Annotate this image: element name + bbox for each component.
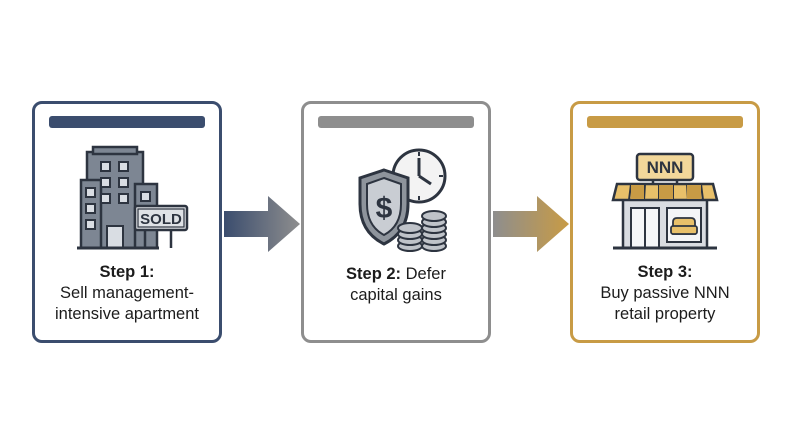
step-1-text-line-2: intensive apartment <box>55 305 199 323</box>
sold-sign-text: SOLD <box>140 211 182 228</box>
step-3-header-bar <box>587 116 743 128</box>
apartment-building-sold-icon: SOLD <box>35 138 219 258</box>
step-3-text-line-1: Buy passive NNN <box>600 284 730 302</box>
step-2-caption: Step 2: Defer capital gains <box>310 264 482 306</box>
step-3-text-line-2: retail property <box>614 305 716 323</box>
step-1-text-line-1: Sell management- <box>60 284 194 302</box>
step-2-label-suffix: Defer <box>401 265 446 283</box>
step-2-card: $ Step 2: Defer capital gains <box>301 101 491 343</box>
step-2-text-line-1: capital gains <box>350 286 442 304</box>
step-1-caption: Step 1: Sell management- intensive apart… <box>41 262 213 325</box>
dollar-sign-icon: $ <box>376 192 393 225</box>
shield-dollar-clock-coins-icon: $ <box>304 138 488 258</box>
step-1-card: SOLD Step 1: Sell management- intensive … <box>32 101 222 343</box>
step-1-header-bar <box>49 116 205 128</box>
step-2-label: Step 2: <box>346 265 402 283</box>
step-3-label: Step 3: <box>637 263 693 281</box>
arrow-right-icon <box>493 196 569 252</box>
step-2-header-bar <box>318 116 474 128</box>
retail-storefront-icon: NNN <box>573 138 757 258</box>
step-3-card: NNN Step 3: Buy passive <box>570 101 760 343</box>
step-3-caption: Step 3: Buy passive NNN retail property <box>579 262 751 325</box>
arrow-right-icon <box>224 196 300 252</box>
nnn-sign-text: NNN <box>647 158 684 177</box>
step-1-label: Step 1: <box>99 263 155 281</box>
